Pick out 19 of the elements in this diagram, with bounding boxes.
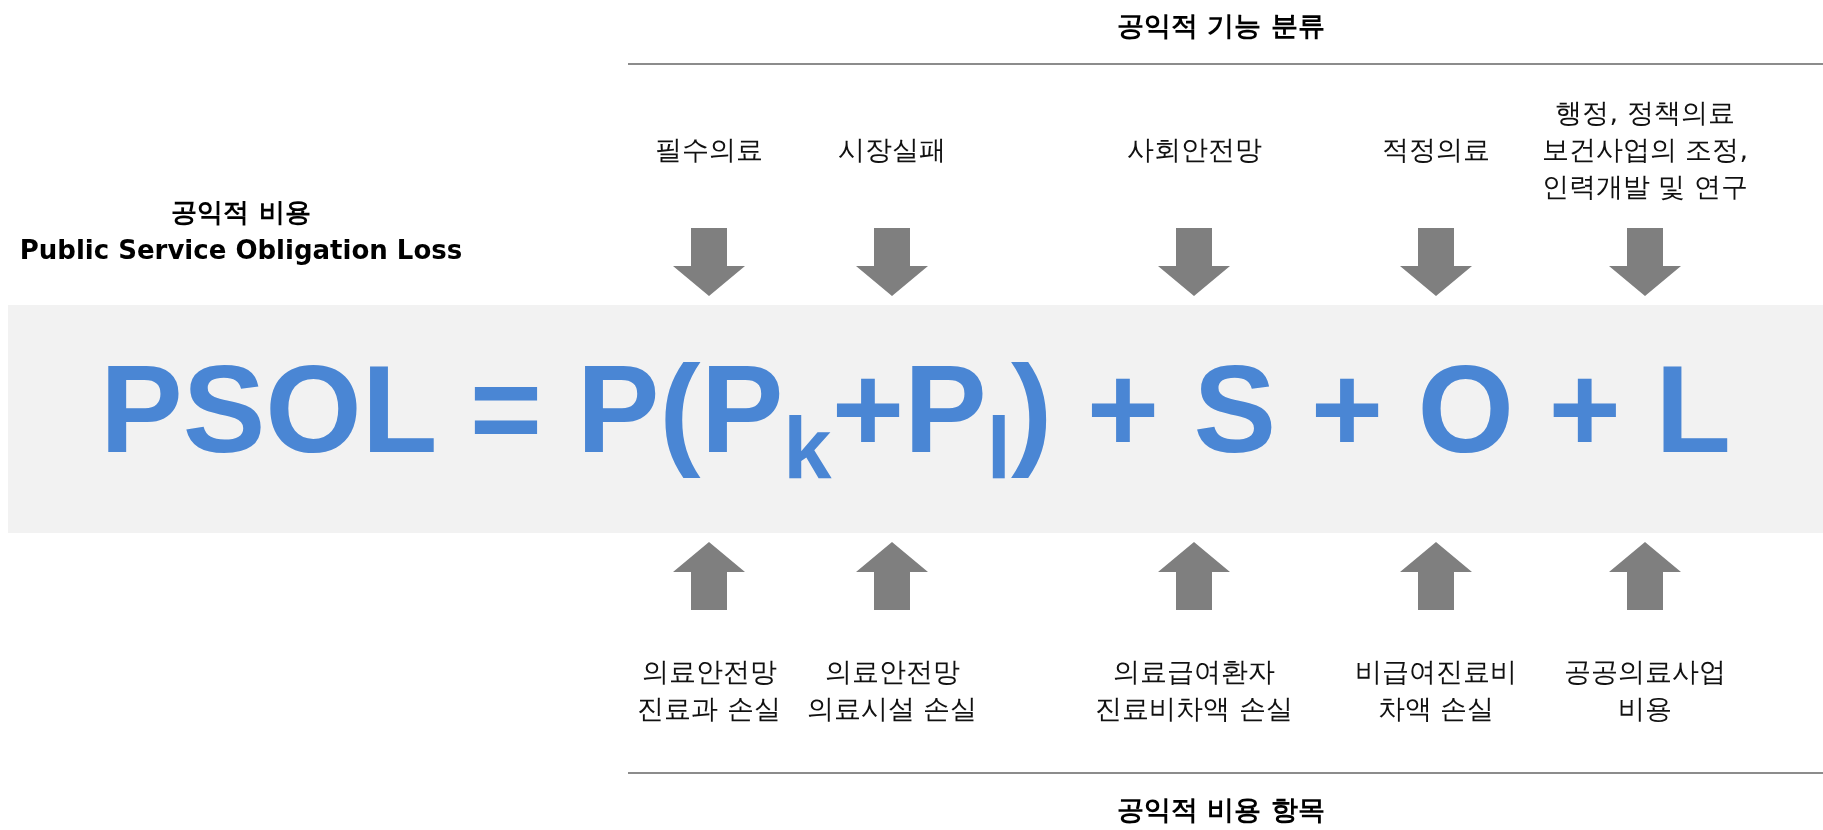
block-arrow: [856, 542, 928, 610]
term-label: 공익적 비용: [171, 195, 311, 229]
category-label: 의료급여환자 진료비차액 손실: [1069, 653, 1319, 727]
block-arrow: [1609, 228, 1681, 296]
formula: PSOL = P(P$_{k}$+P$_{l}$) + S + O + L: [99, 346, 1732, 492]
category-label: 사회안전망: [1094, 130, 1294, 168]
category-label: 비급여진료비 차액 손실: [1336, 653, 1536, 727]
block-arrow: [1400, 228, 1472, 296]
section-heading: 공익적 비용 항목: [1117, 793, 1325, 827]
section-heading: 공익적 기능 분류: [1117, 9, 1325, 43]
term-label: Public Service Obligation Loss: [19, 235, 463, 265]
block-arrow: [673, 228, 745, 296]
block-arrow: [856, 228, 928, 296]
block-arrow: [1609, 542, 1681, 610]
block-arrow: [1400, 542, 1472, 610]
block-arrow: [1158, 228, 1230, 296]
block-arrow: [673, 542, 745, 610]
block-arrow: [1158, 542, 1230, 610]
category-label: 공공의료사업 비용: [1545, 653, 1745, 727]
